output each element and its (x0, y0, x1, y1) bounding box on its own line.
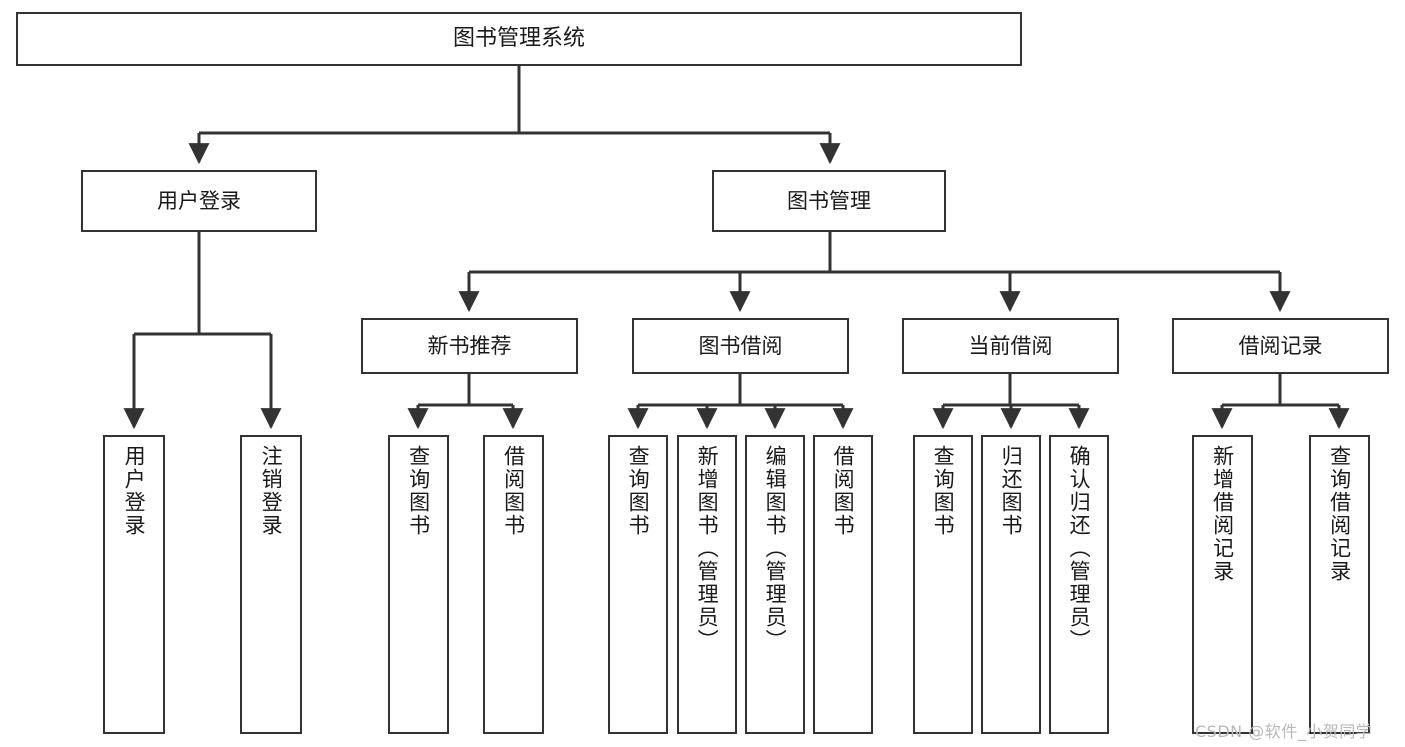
node-leaf-borrow-book-1-label: 借阅图书 (501, 445, 526, 537)
node-leaf-query-book-3-label: 查询图书 (931, 445, 956, 537)
node-borrow-record[interactable]: 借阅记录 (1172, 318, 1389, 374)
node-leaf-query-book-2-label: 查询图书 (626, 445, 651, 537)
node-borrow-record-label: 借阅记录 (1238, 333, 1323, 358)
node-leaf-edit-book-label: 编辑图书（管理员） (763, 445, 788, 652)
node-new-book-rec-label: 新书推荐 (427, 333, 512, 358)
node-book-manage-label: 图书管理 (787, 188, 871, 213)
node-leaf-logout-label: 注销登录 (259, 445, 284, 537)
node-book-borrow-label: 图书借阅 (698, 333, 783, 358)
node-leaf-user-login-label: 用户登录 (122, 445, 147, 537)
node-leaf-edit-book[interactable]: 编辑图书（管理员） (745, 435, 805, 734)
node-leaf-borrow-book-2[interactable]: 借阅图书 (813, 435, 873, 734)
node-current-borrow[interactable]: 当前借阅 (902, 318, 1119, 374)
node-leaf-add-record[interactable]: 新增借阅记录 (1192, 435, 1253, 734)
node-leaf-return-book[interactable]: 归还图书 (981, 435, 1041, 734)
node-leaf-query-record[interactable]: 查询借阅记录 (1309, 435, 1370, 734)
node-new-book-rec[interactable]: 新书推荐 (361, 318, 578, 374)
node-leaf-user-login[interactable]: 用户登录 (103, 435, 165, 734)
node-leaf-add-book[interactable]: 新增图书（管理员） (677, 435, 737, 734)
node-leaf-confirm-return-label: 确认归还（管理员） (1067, 445, 1092, 652)
node-leaf-return-book-label: 归还图书 (999, 445, 1024, 537)
node-user-login-label: 用户登录 (157, 188, 241, 213)
csdn-watermark: CSDN @软件_小贺同学 (1195, 722, 1373, 741)
node-leaf-add-record-label: 新增借阅记录 (1210, 445, 1235, 583)
node-leaf-add-book-label: 新增图书（管理员） (695, 445, 720, 652)
node-leaf-query-book-1[interactable]: 查询图书 (388, 435, 449, 734)
node-root-label: 图书管理系统 (452, 26, 585, 52)
node-leaf-logout[interactable]: 注销登录 (240, 435, 302, 734)
node-leaf-borrow-book-1[interactable]: 借阅图书 (483, 435, 544, 734)
node-root[interactable]: 图书管理系统 (16, 12, 1022, 66)
node-book-borrow[interactable]: 图书借阅 (632, 318, 849, 374)
node-leaf-query-book-3[interactable]: 查询图书 (913, 435, 973, 734)
node-leaf-confirm-return[interactable]: 确认归还（管理员） (1049, 435, 1109, 734)
node-user-login[interactable]: 用户登录 (81, 170, 317, 232)
node-leaf-query-book-1-label: 查询图书 (406, 445, 431, 537)
node-leaf-borrow-book-2-label: 借阅图书 (831, 445, 856, 537)
node-book-manage[interactable]: 图书管理 (712, 170, 946, 232)
node-leaf-query-book-2[interactable]: 查询图书 (608, 435, 668, 734)
node-current-borrow-label: 当前借阅 (968, 333, 1053, 358)
node-leaf-query-record-label: 查询借阅记录 (1327, 445, 1352, 583)
